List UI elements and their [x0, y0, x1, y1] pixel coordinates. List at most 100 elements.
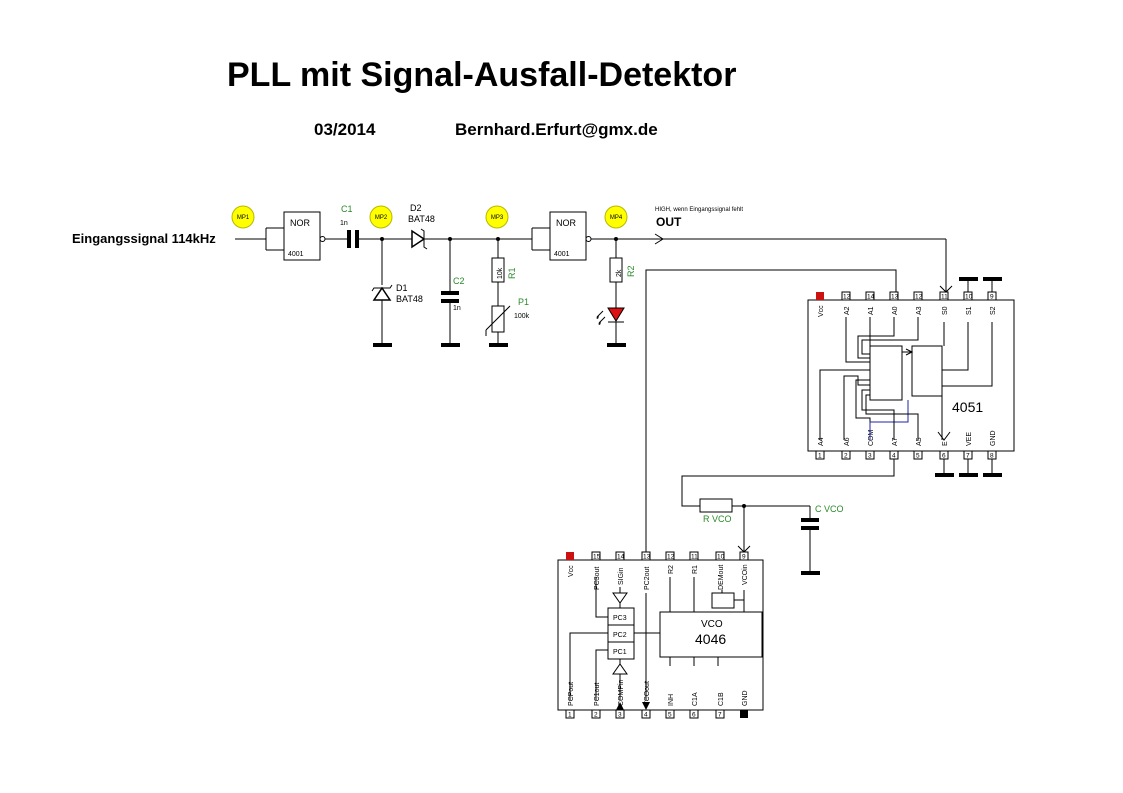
r2-value: 2k: [616, 269, 623, 277]
led: [596, 307, 626, 347]
ic4046-pin-inh-label: INH: [668, 694, 675, 706]
potentiometer-p1: P1 100k: [485, 297, 530, 347]
ic4051-pin-a5-num: 5: [916, 453, 920, 460]
c2-value: 1n: [453, 305, 461, 312]
ic4046-pin-r1-label: R1: [692, 565, 699, 574]
ic4046-pin-c1a-num: 6: [692, 712, 696, 719]
measure-point-mp3: MP3: [485, 205, 509, 229]
ic4046-pin-r1-num: 11: [691, 554, 698, 561]
mp1-label: MP1: [237, 215, 250, 221]
ic4046-pin-sigin-num: 14: [617, 554, 625, 561]
ic4051-pin-e-num: 6: [942, 453, 946, 460]
measure-point-mp1: MP1: [231, 205, 255, 229]
ic4051-pin-com-num: 3: [868, 453, 872, 460]
ic4046-pin-vcoout-num: 4: [644, 712, 648, 719]
mp2-label: MP2: [375, 215, 388, 221]
ic4051-pin-vee-label: VEE: [966, 432, 973, 446]
ic4046-pin-pcpout-label: PCPout: [568, 682, 575, 706]
ic4051-pin-a4-num: 1: [818, 453, 822, 460]
nor-gate-2-part: 4001: [554, 251, 570, 258]
mp3-label: MP3: [491, 215, 504, 221]
ic4051-pin-s1-num: 10: [965, 294, 973, 301]
p1-ref: P1: [518, 297, 529, 307]
ic4051-pin-a7-label: A7: [892, 437, 899, 446]
capacitor-cvco: C VCO: [801, 504, 844, 575]
ic4046-block-pc3: PC3: [613, 615, 627, 622]
nor-gate-1-part: 4001: [288, 251, 304, 258]
ic4046-pin-pc3out-label: PC3out: [594, 567, 601, 590]
ic4051-pin-s2-num: 9: [990, 294, 994, 301]
ic4051-pin-a3-label: A3: [916, 306, 923, 315]
cvco-ref: C VCO: [815, 504, 844, 514]
ic4051-pin-e-label: E: [942, 441, 949, 446]
ic4046-pin-pc2out-label: PC2out: [644, 567, 651, 590]
ic4046-pin-pcpout-num: 1: [568, 712, 572, 719]
ic4051-pin-a0-label: A0: [892, 306, 899, 315]
d1-value: BAT48: [396, 294, 423, 304]
ic4051-pin-a4-label: A4: [818, 437, 825, 446]
output-note: HIGH, wenn Eingangssignal fehlt: [655, 207, 743, 213]
r1-value: 10k: [497, 267, 504, 279]
ic4046-block-pc2: PC2: [613, 632, 627, 639]
d2-ref: D2: [410, 203, 422, 213]
ic-4046: 15 14 13 12 11 10 9 Vcc PC3out SIGin PC2…: [557, 551, 764, 719]
p1-value: 100k: [514, 313, 530, 320]
measure-point-mp2: MP2: [369, 205, 393, 229]
r1-ref: R1: [507, 267, 517, 279]
measure-point-mp4: MP4: [604, 205, 628, 229]
resistor-r2: 2k R2: [609, 239, 636, 308]
ic4046-pin-c1b-num: 7: [718, 712, 722, 719]
ic4051-pin-vee-num: 7: [966, 453, 970, 460]
author-email: Bernhard.Erfurt@gmx.de: [455, 120, 658, 139]
ic4046-pin-pc3out-num: 15: [593, 554, 601, 561]
ic4046-pin-gnd-label: GND: [742, 690, 749, 706]
ic4046-pin-compin-label: COMPin: [618, 679, 625, 706]
ic4051-pin-vcc-label: Vcc: [818, 305, 825, 317]
ic4046-pin-c1a-label: C1A: [692, 692, 699, 706]
nor-gate-2: NOR 4001: [531, 211, 592, 261]
diode-d2: D2 BAT48: [408, 203, 435, 250]
ic4051-pin-s0-num: 11: [941, 294, 948, 301]
diagram-title: PLL mit Signal-Ausfall-Detektor: [227, 56, 737, 94]
ic4051-pin-s0-label: S0: [942, 306, 949, 315]
resistor-r1: 10k R1: [491, 239, 517, 306]
ic4046-pin-vcoin-num: 9: [742, 554, 746, 561]
ic4051-pin-a2-label: A2: [844, 306, 851, 315]
ic4051-pin-gnd-label: GND: [990, 430, 997, 446]
nor-gate-1: NOR 4001: [265, 211, 326, 261]
ic4051-pin-a2-num: 12: [843, 294, 851, 301]
ic4046-pin-inh-num: 5: [668, 712, 672, 719]
ic4046-pin-vcc-label: Vcc: [568, 565, 575, 577]
ic4051-pin-a3-num: 12: [915, 294, 923, 301]
ic4046-pin-demout-num: 10: [717, 554, 725, 561]
ic4046-pin-pc2out-num: 13: [643, 554, 651, 561]
date-label: 03/2014: [314, 120, 376, 139]
ic4046-pin-demout-label: DEMout: [718, 565, 725, 590]
ic4046-name: 4046: [695, 631, 726, 647]
input-label: Eingangssignal 114kHz: [72, 231, 216, 246]
ic4046-pin-sigin-label: SIGin: [618, 567, 625, 585]
ic-4051: 12 14 13 12 11 10 9 Vcc A2 A1 A0 A3 S0 S…: [807, 291, 1015, 460]
mp4-label: MP4: [610, 215, 623, 221]
resistor-rvco: R VCO: [699, 498, 733, 524]
ic4051-pin-gnd-num: 8: [990, 453, 994, 460]
d2-value: BAT48: [408, 214, 435, 224]
c1-ref: C1: [341, 204, 353, 214]
ic4046-pin-vcoout-label: VCOout: [644, 681, 651, 706]
ic4051-pin-a6-label: A6: [844, 437, 851, 446]
ic4046-block-pc1: PC1: [613, 649, 627, 656]
d1-ref: D1: [396, 283, 408, 293]
rvco-ref: R VCO: [703, 514, 732, 524]
ic4051-pin-a5-label: A5: [916, 437, 923, 446]
ic4051-pin-a6-num: 2: [844, 453, 848, 460]
ic4051-name: 4051: [952, 399, 983, 415]
ic4046-pin-r2-num: 12: [667, 554, 675, 561]
ic4051-pin-a7-num: 4: [892, 453, 896, 460]
ic4046-pin-c1b-label: C1B: [718, 692, 725, 706]
capacitor-c2: C2 1n: [441, 239, 465, 347]
ic4046-pin-pc1out-num: 2: [594, 712, 598, 719]
ic4051-pin-a1-num: 14: [867, 294, 875, 301]
ic4051-pin-s2-label: S2: [990, 306, 997, 315]
ic4046-pin-compin-num: 3: [618, 712, 622, 719]
